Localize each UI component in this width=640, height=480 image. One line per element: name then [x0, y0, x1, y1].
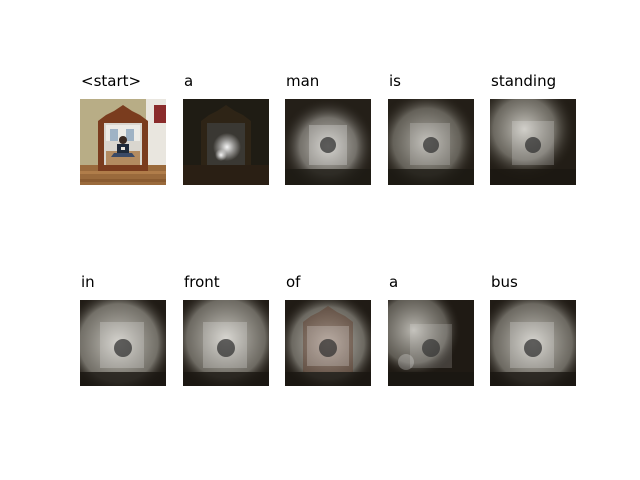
- original-photo: [80, 99, 166, 185]
- attention-map: [285, 300, 371, 386]
- panel-5: in: [80, 273, 166, 386]
- panel-4: standing: [490, 72, 576, 185]
- panel-0: <start>: [80, 72, 166, 185]
- attention-map: [183, 300, 269, 386]
- attention-map: [285, 99, 371, 185]
- panel-word: is: [389, 72, 401, 90]
- panel-2: man: [285, 72, 371, 185]
- panel-3: is: [388, 72, 474, 185]
- attention-map: [183, 99, 269, 185]
- panel-word: man: [286, 72, 320, 90]
- attention-map: [80, 300, 166, 386]
- panel-1: a: [183, 72, 269, 185]
- panel-9: bus: [490, 273, 576, 386]
- attention-map: [490, 300, 576, 386]
- panel-word: front: [184, 273, 220, 291]
- panel-word: bus: [491, 273, 518, 291]
- panel-8: a: [388, 273, 474, 386]
- attention-map: [388, 99, 474, 185]
- panel-word: in: [81, 273, 95, 291]
- attention-map: [388, 300, 474, 386]
- attention-map: [490, 99, 576, 185]
- panel-word: standing: [491, 72, 557, 90]
- panel-word: a: [389, 273, 399, 291]
- panel-6: front: [183, 273, 269, 386]
- panel-word: <start>: [81, 72, 142, 90]
- panel-7: of: [285, 273, 371, 386]
- panel-word: of: [286, 273, 301, 291]
- panel-word: a: [184, 72, 194, 90]
